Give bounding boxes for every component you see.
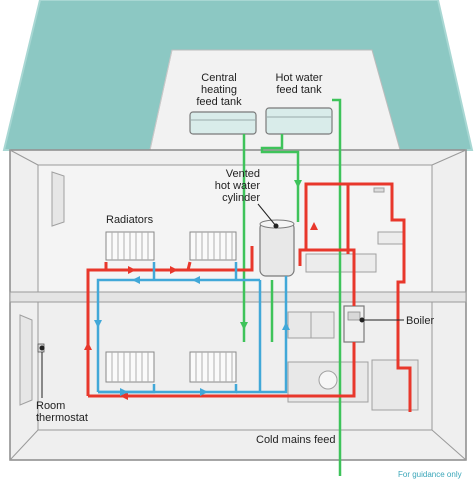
cold-mains-feed-label: Cold mains feed — [256, 434, 336, 446]
feed-arrow-2 — [294, 180, 302, 188]
shower-head — [373, 187, 385, 193]
feed-arrow-1 — [240, 322, 248, 330]
vented-hot-water-cylinder — [259, 219, 295, 277]
washing-machine — [318, 370, 338, 390]
central-heating-feed-tank — [189, 111, 257, 135]
radiator-lower-right — [189, 351, 237, 383]
hot-arrow-4 — [120, 392, 128, 400]
hot-arrow-1 — [84, 342, 92, 350]
radiator-lower-left — [105, 351, 155, 383]
hot-arrow-2 — [128, 266, 136, 274]
radiator-upper-right — [189, 231, 237, 261]
cold-arrow-5 — [200, 388, 208, 396]
boiler-label: Boiler — [406, 315, 435, 327]
side-door — [19, 314, 33, 406]
radiators-label: Radiators — [106, 214, 154, 226]
hot-arrow-3 — [170, 266, 178, 274]
cold-arrow-6 — [282, 322, 290, 330]
central-heating-feed-tank-label: Central heating feed tank — [196, 72, 242, 108]
cold-arrow-3 — [192, 276, 200, 284]
cold-feed-pipes — [242, 98, 342, 476]
floor-slab — [9, 291, 467, 303]
boiler — [343, 305, 365, 343]
hot-water-feed-tank-label: Hot water feed tank — [275, 72, 323, 96]
cold-arrow-4 — [120, 388, 128, 396]
side-window-upper — [51, 171, 65, 227]
hot-water-feed-tank — [265, 107, 333, 135]
cylinder-label: Vented hot water cylinder — [214, 168, 260, 204]
radiator-upper-left — [105, 231, 155, 261]
cold-return-pipes — [96, 262, 288, 394]
guidance-note: For guidance only — [398, 470, 462, 479]
hot-arrow-5 — [310, 222, 318, 230]
leader-lines — [39, 203, 404, 398]
cold-arrow-1 — [94, 320, 102, 328]
room-thermostat-label: Room thermostat — [36, 400, 88, 424]
basin — [377, 231, 405, 245]
cold-arrow-2 — [132, 276, 140, 284]
